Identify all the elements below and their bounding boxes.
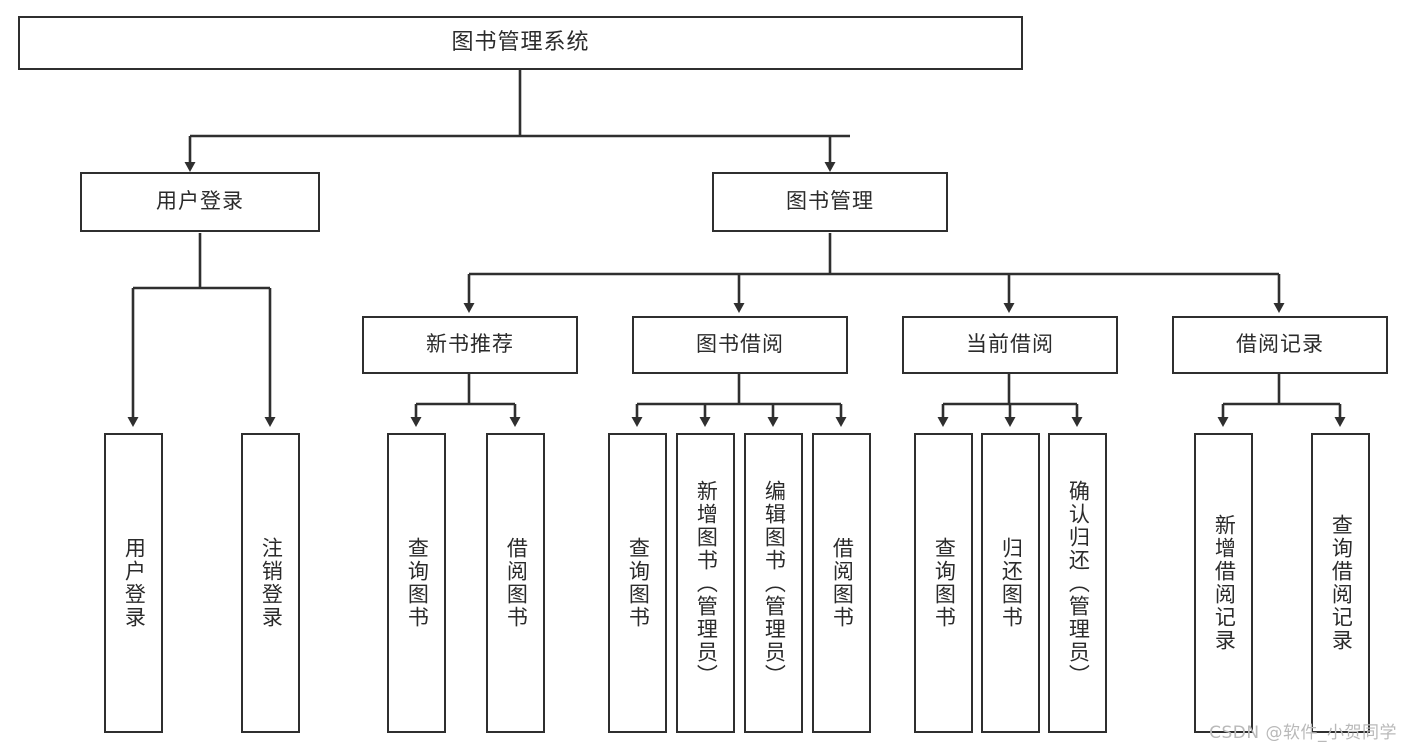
node-borrow-record[interactable]: 借阅记录	[1172, 316, 1388, 374]
node-leaf-query-book-2[interactable]: 查询图书	[608, 433, 667, 733]
node-user-login[interactable]: 用户登录	[80, 172, 320, 232]
node-new-book-recommend[interactable]: 新书推荐	[362, 316, 578, 374]
node-leaf-logout[interactable]: 注销登录	[241, 433, 300, 733]
node-leaf-return-book[interactable]: 归还图书	[981, 433, 1040, 733]
node-leaf-borrow-book-1-label: 借阅图书	[504, 537, 529, 629]
node-current-borrow-label: 当前借阅	[966, 332, 1054, 357]
node-leaf-query-book-3[interactable]: 查询图书	[914, 433, 973, 733]
node-leaf-add-book[interactable]: 新增图书（管理员）	[676, 433, 735, 733]
node-leaf-query-book-3-label: 查询图书	[932, 537, 957, 629]
node-leaf-borrow-book-2[interactable]: 借阅图书	[812, 433, 871, 733]
node-book-manage[interactable]: 图书管理	[712, 172, 948, 232]
node-user-login-label: 用户登录	[156, 189, 244, 214]
node-leaf-confirm-return[interactable]: 确认归还（管理员）	[1048, 433, 1107, 733]
node-leaf-add-book-label: 新增图书（管理员）	[694, 479, 719, 687]
node-current-borrow[interactable]: 当前借阅	[902, 316, 1118, 374]
node-book-manage-label: 图书管理	[786, 189, 874, 214]
watermark: CSDN @软件_小贺同学	[1209, 723, 1397, 743]
node-leaf-confirm-return-label: 确认归还（管理员）	[1066, 479, 1091, 687]
node-leaf-borrow-book-2-label: 借阅图书	[830, 537, 855, 629]
node-leaf-query-book-2-label: 查询图书	[626, 537, 651, 629]
node-leaf-add-record[interactable]: 新增借阅记录	[1194, 433, 1253, 733]
node-book-borrow[interactable]: 图书借阅	[632, 316, 848, 374]
node-root[interactable]: 图书管理系统	[18, 16, 1023, 70]
node-leaf-query-book-1-label: 查询图书	[405, 537, 430, 629]
node-book-borrow-label: 图书借阅	[696, 332, 784, 357]
node-leaf-return-book-label: 归还图书	[999, 537, 1024, 629]
node-root-label: 图书管理系统	[451, 29, 590, 55]
node-leaf-edit-book-label: 编辑图书（管理员）	[762, 479, 787, 687]
node-leaf-query-book-1[interactable]: 查询图书	[387, 433, 446, 733]
node-leaf-user-login[interactable]: 用户登录	[104, 433, 163, 733]
node-new-book-recommend-label: 新书推荐	[426, 332, 514, 357]
node-leaf-logout-label: 注销登录	[259, 537, 284, 629]
node-leaf-add-record-label: 新增借阅记录	[1212, 514, 1237, 652]
node-leaf-borrow-book-1[interactable]: 借阅图书	[486, 433, 545, 733]
node-leaf-query-record-label: 查询借阅记录	[1329, 514, 1354, 652]
node-leaf-query-record[interactable]: 查询借阅记录	[1311, 433, 1370, 733]
node-leaf-edit-book[interactable]: 编辑图书（管理员）	[744, 433, 803, 733]
node-borrow-record-label: 借阅记录	[1236, 332, 1324, 357]
node-leaf-user-login-label: 用户登录	[122, 537, 147, 629]
